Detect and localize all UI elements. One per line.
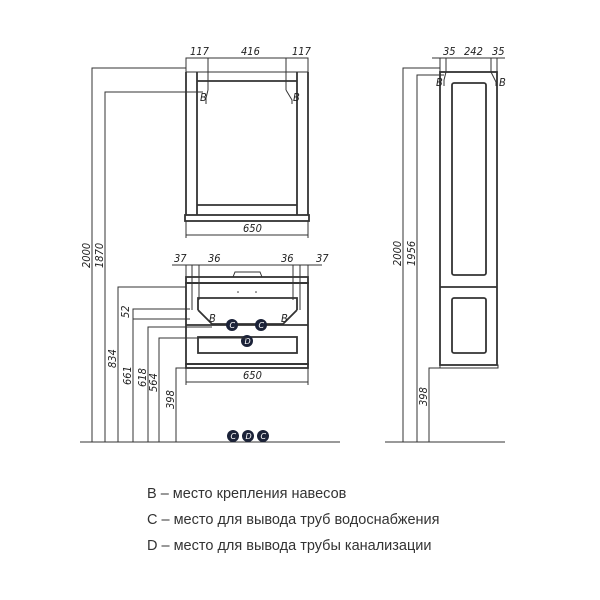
mirror-width: 650	[243, 222, 262, 235]
mirror	[184, 57, 310, 238]
tall-column	[402, 57, 505, 442]
svg-text:C: C	[231, 432, 237, 441]
vanity-cabinet	[172, 264, 322, 385]
column-mount-b-left: B	[436, 76, 443, 89]
height-398: 398	[164, 390, 177, 409]
water-outlet-c-right: C	[255, 319, 267, 331]
drain-outlet-d: D	[241, 335, 253, 347]
height-2000: 2000	[80, 243, 93, 268]
legend-c: C – место для вывода труб водоснабжения	[147, 512, 440, 528]
left-height-lines	[91, 67, 247, 442]
height-661: 661	[121, 366, 134, 385]
mirror-dim-left: 117	[190, 45, 210, 58]
vanity-dim-4: 37	[316, 252, 329, 265]
height-1870: 1870	[93, 243, 106, 268]
vanity-mount-b-left: B	[209, 312, 216, 325]
column-height-2000: 2000	[391, 241, 404, 266]
column-dim-left: 35	[443, 45, 456, 58]
svg-text:C: C	[261, 432, 267, 441]
legend-b: B – место крепления навесов	[147, 486, 347, 502]
vanity-dim-2: 36	[208, 252, 221, 265]
column-height-1956: 1956	[405, 241, 418, 266]
mirror-mount-b-left: B	[200, 91, 207, 104]
dimension-drawing: 117 416 117 650 B B 37 36 36 37 650 B B …	[80, 45, 506, 443]
water-outlet-c-left: C	[226, 319, 238, 331]
vanity-mount-b-right: B	[281, 312, 288, 325]
mirror-dim-right: 117	[292, 45, 312, 58]
column-height-398: 398	[417, 387, 430, 406]
svg-text:D: D	[246, 432, 252, 441]
vanity-dim-3: 36	[281, 252, 294, 265]
floor-marker-c-left: C	[227, 430, 239, 442]
vanity-dim-1: 37	[174, 252, 187, 265]
height-52: 52	[119, 305, 132, 318]
mirror-dim-center: 416	[241, 45, 260, 58]
height-618: 618	[136, 368, 149, 387]
mirror-mount-b-right: B	[293, 91, 300, 104]
height-834: 834	[106, 349, 119, 368]
column-mount-b-right: B	[499, 76, 506, 89]
svg-text:C: C	[230, 321, 236, 330]
floor-marker-c-right: C	[257, 430, 269, 442]
legend-d: D – место для вывода трубы канализации	[147, 538, 432, 554]
vanity-width: 650	[243, 369, 262, 382]
floor-marker-d: D	[242, 430, 254, 442]
column-dim-center: 242	[464, 45, 483, 58]
column-dim-right: 35	[492, 45, 505, 58]
svg-text:D: D	[245, 337, 251, 346]
height-564: 564	[147, 373, 160, 392]
svg-text:C: C	[259, 321, 265, 330]
